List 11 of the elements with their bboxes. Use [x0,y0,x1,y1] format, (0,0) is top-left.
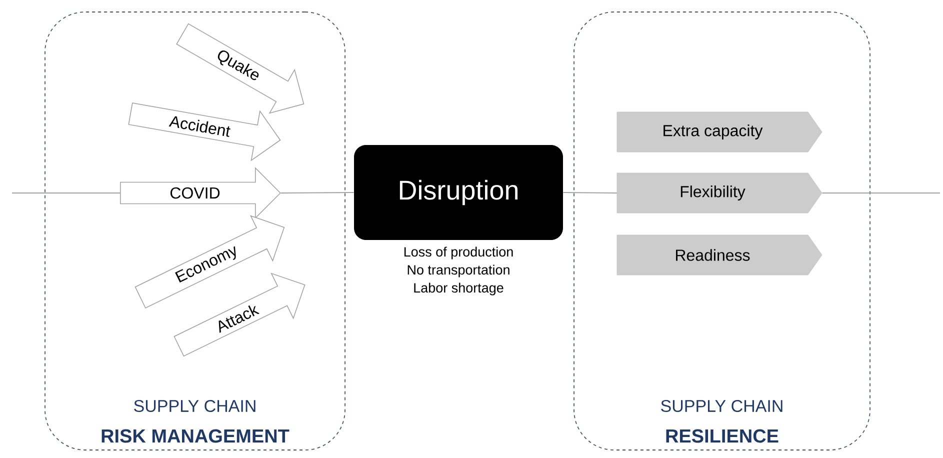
connector-line [12,192,120,194]
connector-line [562,192,618,194]
connector-line [822,192,940,194]
chevron-box: Flexibility [616,172,822,214]
caption-text: No transportation [408,264,510,278]
caption-text: Labor shortage [414,282,504,296]
connector-line [280,192,354,194]
chevron-box: Readiness [616,234,822,276]
process-box: Disruption [354,145,563,240]
caption-text: Loss of production [404,246,513,260]
chevron-box: Extra capacity [616,112,822,152]
